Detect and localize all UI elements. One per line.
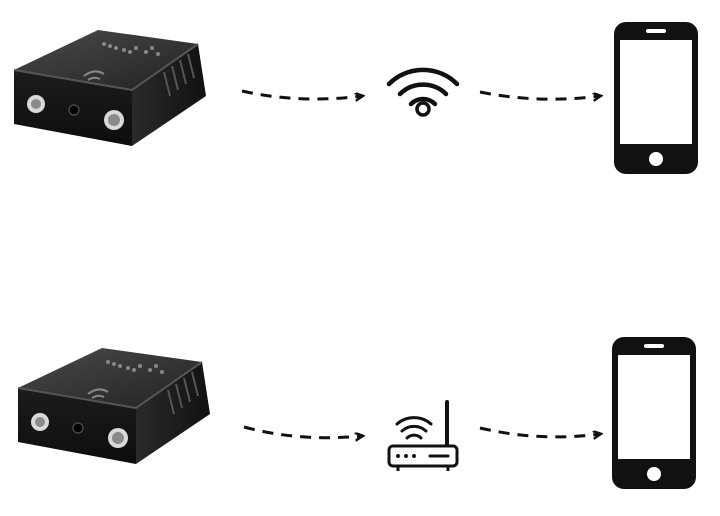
smartphone-icon — [612, 337, 696, 489]
row-1 — [13, 22, 698, 174]
smartphone-icon — [614, 22, 698, 174]
mini-camera-device-icon — [13, 29, 207, 147]
row-2 — [17, 337, 696, 489]
wifi-icon — [386, 67, 460, 117]
wifi-router-icon — [387, 400, 459, 471]
connection-arrow — [243, 425, 362, 438]
connection-arrow — [479, 90, 600, 99]
connection-arrow — [479, 426, 600, 437]
mini-camera-device-icon — [17, 347, 211, 465]
connection-arrow — [241, 89, 362, 99]
